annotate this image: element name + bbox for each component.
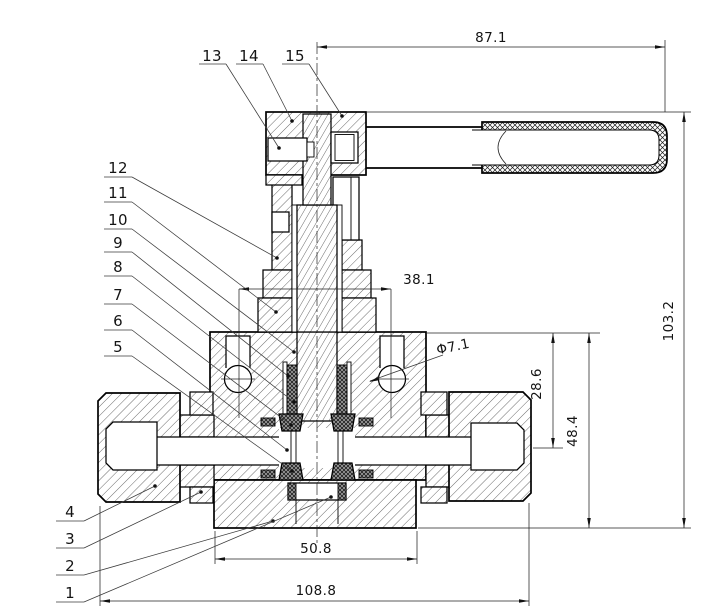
ferrule-right-lower [420, 486, 448, 504]
handle [366, 121, 668, 174]
dim-text-87-1: 87.1 [475, 30, 507, 46]
dimension-block-width: 50.8 [214, 531, 418, 564]
callout-label-7: 7 [113, 286, 123, 304]
callout-label-5: 5 [113, 338, 123, 356]
dimension-overall-width: 108.8 [99, 503, 530, 606]
callout-5: 5 [104, 338, 294, 473]
packing-left [286, 364, 298, 422]
callout-label-4: 4 [65, 503, 75, 521]
callout-8: 8 [104, 258, 296, 404]
dimension-port-height: 28.6 [529, 333, 563, 449]
dim-text-phi-7-1: Φ7.1 [435, 336, 471, 359]
ferrule-left-lower [189, 486, 214, 504]
set-screw [267, 137, 308, 162]
callout-7: 7 [104, 286, 293, 427]
dim-text-28-6: 28.6 [529, 368, 545, 400]
dim-text-50-8: 50.8 [300, 541, 332, 557]
mounting-holes [221, 335, 409, 394]
callout-label-14: 14 [239, 47, 259, 65]
callout-14: 14 [236, 47, 294, 123]
callout-label-3: 3 [65, 530, 75, 548]
seat-upper-right [330, 413, 356, 432]
dim-text-108-8: 108.8 [296, 583, 337, 599]
callout-label-12: 12 [108, 159, 128, 177]
dimension-overall-height: 103.2 [367, 111, 691, 529]
dim-text-38-1: 38.1 [403, 272, 435, 288]
bonnet-hex-right [341, 297, 377, 333]
callout-10: 10 [104, 211, 296, 354]
bonnet-hex-left [257, 297, 293, 333]
callout-13: 13 [199, 47, 281, 150]
callout-label-6: 6 [113, 312, 123, 330]
packing-right [336, 364, 348, 422]
callout-label-11: 11 [108, 184, 128, 202]
callout-label-9: 9 [113, 234, 123, 252]
dimension-handle-length: 87.1 [317, 30, 666, 112]
ferrule-left-upper [189, 391, 214, 416]
dimension-body-height: 48.4 [427, 332, 600, 528]
callout-3: 3 [56, 490, 203, 549]
callout-1: 1 [56, 495, 333, 603]
callout-11: 11 [104, 184, 278, 314]
socket-right [470, 422, 525, 471]
callout-label-13: 13 [202, 47, 222, 65]
callout-label-10: 10 [108, 211, 128, 229]
seat-lower-right [330, 462, 356, 481]
hub-details [267, 131, 359, 164]
ferrule-right-upper [420, 391, 448, 416]
callout-label-2: 2 [65, 557, 75, 575]
callout-6: 6 [104, 312, 289, 452]
callout-12: 12 [104, 159, 279, 260]
callout-label-15: 15 [285, 47, 305, 65]
callout-9: 9 [104, 234, 290, 378]
callout-label-8: 8 [113, 258, 123, 276]
callout-label-1: 1 [65, 584, 75, 602]
dim-text-48-4: 48.4 [565, 415, 581, 447]
callout-15: 15 [282, 47, 344, 118]
dimension-hole-diameter: Φ7.1 [369, 336, 471, 382]
seat-upper-left [278, 413, 304, 432]
callout-4: 4 [56, 484, 157, 522]
dim-text-103-2: 103.2 [661, 301, 677, 342]
socket-left [105, 421, 158, 471]
